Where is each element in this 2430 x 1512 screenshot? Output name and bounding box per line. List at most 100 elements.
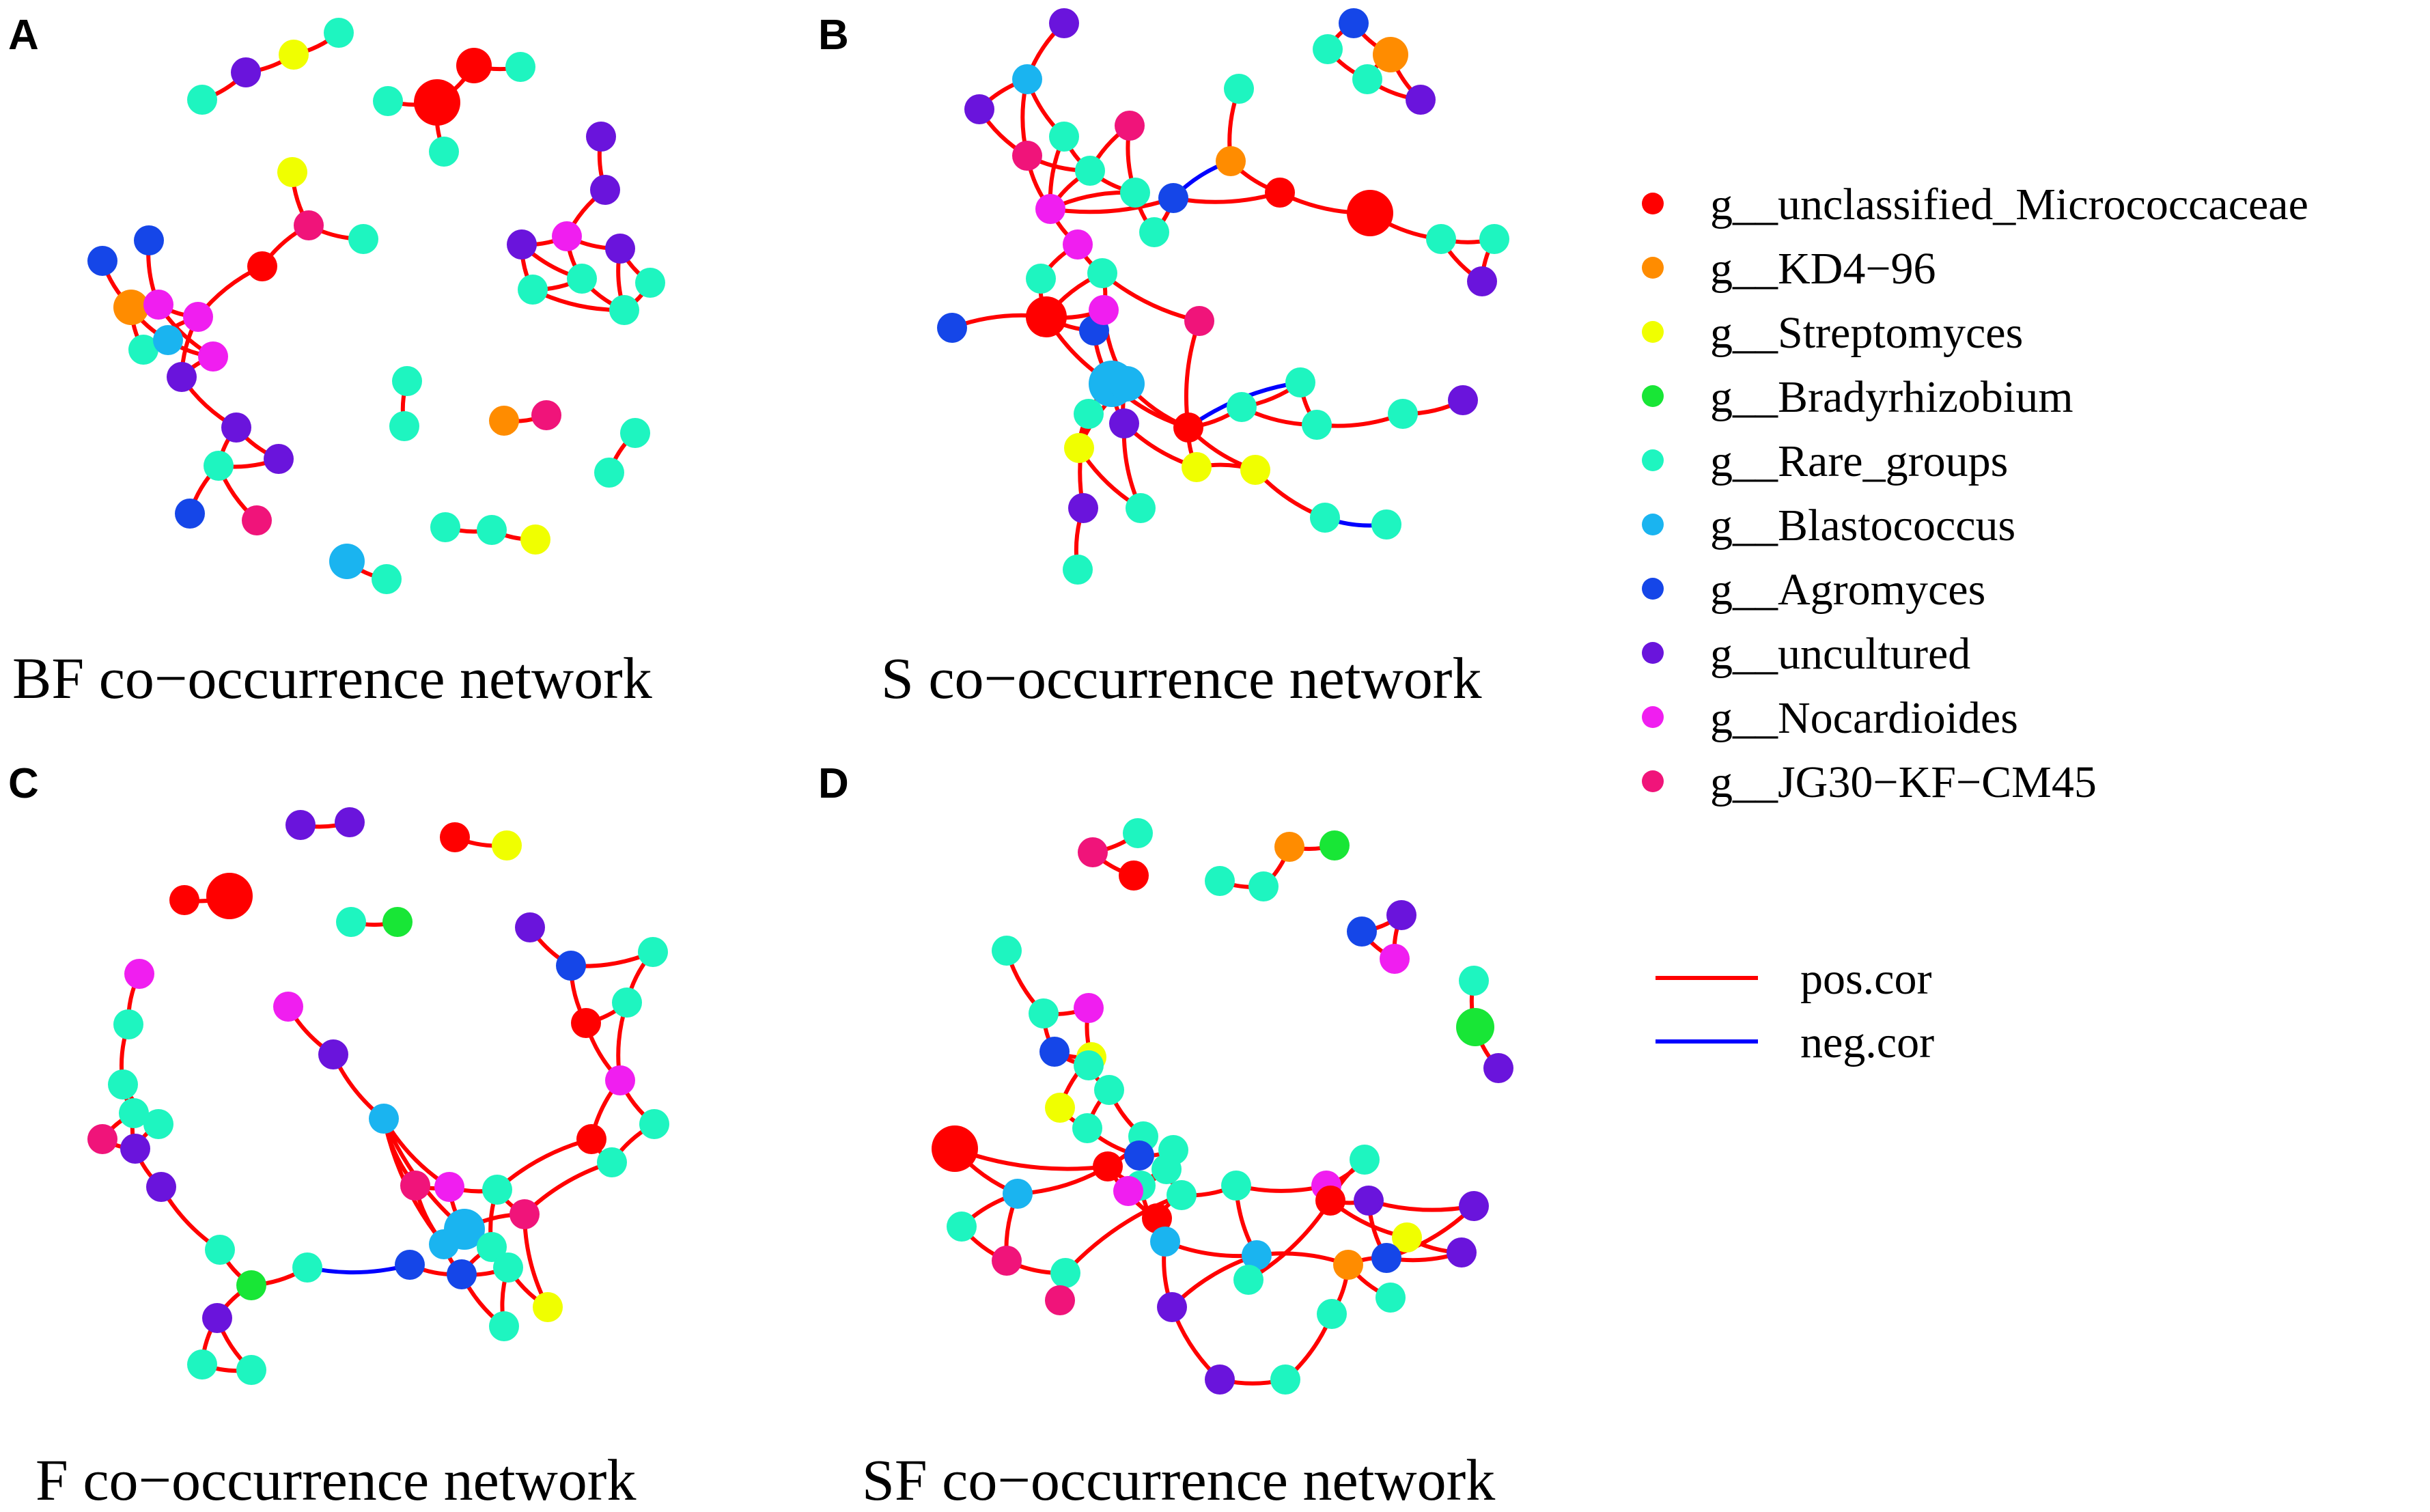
panel-c-node-20 — [236, 1355, 266, 1385]
panel-d-node-27 — [1124, 1140, 1154, 1171]
panel-a-node-12 — [247, 251, 277, 281]
panel-c-node-1 — [335, 807, 365, 837]
panel-a-node-6 — [456, 48, 492, 83]
network-nodes — [87, 8, 1513, 1395]
panel-d-node-32 — [1142, 1203, 1172, 1233]
legend-label-bradyrhizobium: g__Bradyrhizobium — [1710, 372, 2073, 422]
panel-d-node-8 — [1386, 900, 1416, 930]
panel-b-node-17 — [1467, 266, 1497, 296]
panel-a-node-33 — [567, 264, 597, 294]
legend-swatch-agromyces — [1642, 578, 1664, 600]
panel-b-node-8 — [1035, 194, 1065, 224]
panel-a-node-14 — [134, 225, 164, 255]
panel-c-node-41 — [477, 1232, 507, 1262]
panel-d-node-42 — [1333, 1250, 1363, 1280]
panel-b-node-32 — [1182, 452, 1212, 482]
legend-swatch-jg30-kf-cm45 — [1642, 770, 1664, 792]
panel-c-edge-neg-21 — [305, 1263, 412, 1275]
panel-d-node-29 — [1113, 1176, 1143, 1206]
panel-d-node-40 — [1392, 1222, 1422, 1252]
legend-label-streptomyces: g__Streptomyces — [1710, 308, 2023, 358]
panel-b-node-1 — [1012, 64, 1042, 94]
panel-a-node-13 — [87, 246, 117, 276]
panel-a-node-43 — [477, 515, 507, 545]
panel-c-node-38 — [509, 1199, 540, 1229]
panel-d-node-5 — [1274, 832, 1304, 862]
panel-c-node-2 — [440, 822, 470, 852]
panel-b-node-11 — [1224, 74, 1254, 104]
legend-swatch-streptomyces — [1642, 321, 1664, 343]
panel-c-node-24 — [292, 1252, 322, 1283]
panel-c-node-13 — [87, 1124, 117, 1154]
panel-c-node-6 — [336, 907, 366, 937]
panel-a-node-18 — [128, 335, 158, 365]
panel-c-node-31 — [605, 1065, 635, 1095]
panel-c-node-5 — [206, 873, 253, 919]
panel-a-node-30 — [552, 221, 582, 251]
panel-b-node-15 — [1426, 224, 1456, 254]
panel-a-node-40 — [620, 418, 650, 448]
legend-swatch-kd4-96 — [1642, 257, 1664, 279]
panel-c-node-44 — [533, 1292, 563, 1322]
panel-c-node-43 — [493, 1252, 523, 1283]
panel-c-node-7 — [382, 907, 413, 937]
legend-label-jg30-kf-cm45: g__JG30−KF−CM45 — [1710, 757, 2097, 807]
panel-d-node-18 — [1074, 1050, 1104, 1080]
panel-d-node-38 — [1315, 1186, 1345, 1216]
panel-d-node-49 — [1045, 1285, 1075, 1315]
panel-c-node-37 — [482, 1175, 512, 1205]
panel-c-node-15 — [146, 1172, 176, 1202]
panel-a-node-27 — [586, 122, 616, 152]
panel-c-node-19 — [187, 1349, 217, 1380]
panel-a-node-7 — [505, 52, 535, 82]
panel-d-node-47 — [992, 1246, 1022, 1276]
panel-b-node-2 — [964, 94, 994, 124]
panel-b-node-36 — [1302, 410, 1332, 440]
panel-b-node-24 — [1089, 295, 1119, 325]
panel-c-node-11 — [143, 1109, 173, 1139]
panel-c-letter: C — [8, 760, 39, 807]
panel-d-node-22 — [932, 1125, 978, 1172]
panel-c-edge-pos-41 — [522, 1160, 614, 1216]
panel-c-node-12 — [119, 1098, 149, 1128]
panel-b-node-43 — [1063, 555, 1093, 585]
panel-c-node-32 — [639, 1109, 669, 1139]
panel-b-node-37 — [1388, 399, 1418, 429]
panel-a-node-0 — [187, 85, 217, 115]
legend-swatch-blastococcus — [1642, 514, 1664, 535]
panel-a-node-24 — [204, 451, 234, 481]
panel-d-node-16 — [1039, 1037, 1070, 1067]
panel-d-node-35 — [1242, 1240, 1272, 1270]
panel-d-node-10 — [1459, 966, 1489, 996]
panel-a-node-28 — [590, 175, 620, 205]
panel-c-node-28 — [638, 937, 668, 967]
panel-b-node-13 — [1265, 178, 1295, 208]
panel-a-node-25 — [175, 499, 205, 529]
panel-a-node-3 — [324, 18, 354, 48]
panel-c-node-26 — [515, 912, 545, 942]
panel-d-node-53 — [1317, 1299, 1347, 1329]
panel-a-node-36 — [392, 366, 422, 396]
panel-c-node-10 — [108, 1069, 138, 1100]
panel-d-node-52 — [1270, 1364, 1300, 1395]
panel-c-node-21 — [273, 992, 303, 1022]
panel-a-node-42 — [430, 512, 460, 542]
panel-d-node-46 — [947, 1212, 977, 1242]
panel-b-node-42 — [1371, 509, 1401, 540]
panel-d-node-31 — [1167, 1180, 1197, 1210]
panel-d-node-45 — [1447, 1237, 1477, 1268]
panel-a-node-44 — [520, 524, 550, 555]
panel-d-node-1 — [1123, 818, 1153, 848]
panel-d-node-51 — [1205, 1364, 1235, 1395]
panel-b-node-48 — [1406, 85, 1436, 115]
panel-c-node-14 — [120, 1134, 150, 1164]
panel-d-letter: D — [818, 760, 849, 807]
panel-a-node-39 — [531, 400, 561, 430]
panel-d-node-33 — [1150, 1227, 1180, 1257]
panel-d-node-2 — [1119, 860, 1149, 891]
panel-c-node-34 — [597, 1147, 627, 1177]
panel-c-node-29 — [571, 1008, 601, 1038]
panel-a-node-32 — [518, 275, 548, 305]
panel-a-letter: A — [8, 12, 39, 59]
